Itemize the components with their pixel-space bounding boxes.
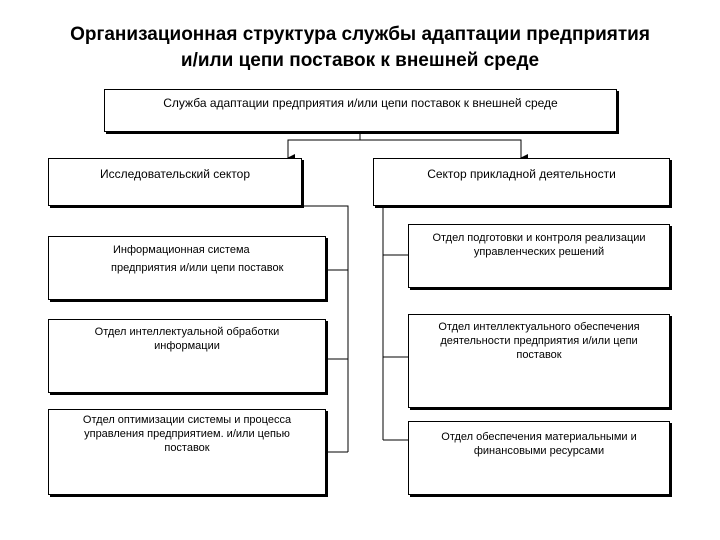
resources-box: Отдел обеспечения материальными и финанс… xyxy=(408,421,670,495)
left-sector-spine xyxy=(302,205,349,452)
research-sector-label: Исследовательский сектор xyxy=(99,167,250,181)
info-system-label-line1: Информационная система xyxy=(113,244,250,256)
preparation-control-label: Отдел подготовки и контроля реализации у… xyxy=(432,232,646,258)
connector-top-branch xyxy=(287,133,522,156)
intellectual-support-box: Отдел интеллектуального обеспечения деят… xyxy=(408,314,670,408)
diagram-title: Организационная структура службы адаптац… xyxy=(0,22,720,74)
diagram-title-line2: и/или цепи поставок к внешней среде xyxy=(180,50,540,71)
research-sector-box: Исследовательский сектор xyxy=(48,158,302,206)
optimization-box: Отдел оптимизации системы и процесса упр… xyxy=(48,409,326,495)
resources-label: Отдел обеспечения материальными и финанс… xyxy=(441,431,637,457)
applied-sector-box: Сектор прикладной деятельности xyxy=(373,158,670,206)
diagram-title-line1: Организационная структура службы адаптац… xyxy=(70,24,650,45)
info-system-box: Информационная система предприятия и/или… xyxy=(48,236,326,300)
info-system-label-line2: предприятия и/или цепи поставок xyxy=(111,262,284,274)
intellectual-processing-label: Отдел интеллектуальной обработки информа… xyxy=(94,326,280,352)
optimization-label: Отдел оптимизации системы и процесса упр… xyxy=(82,414,292,454)
intellectual-processing-box: Отдел интеллектуальной обработки информа… xyxy=(48,319,326,393)
top-service-box: Служба адаптации предприятия и/или цепи … xyxy=(104,89,617,132)
preparation-control-box: Отдел подготовки и контроля реализации у… xyxy=(408,224,670,288)
applied-sector-label: Сектор прикладной деятельности xyxy=(427,167,616,181)
intellectual-support-label: Отдел интеллектуального обеспечения деят… xyxy=(438,321,640,361)
top-service-label: Служба адаптации предприятия и/или цепи … xyxy=(163,96,558,110)
